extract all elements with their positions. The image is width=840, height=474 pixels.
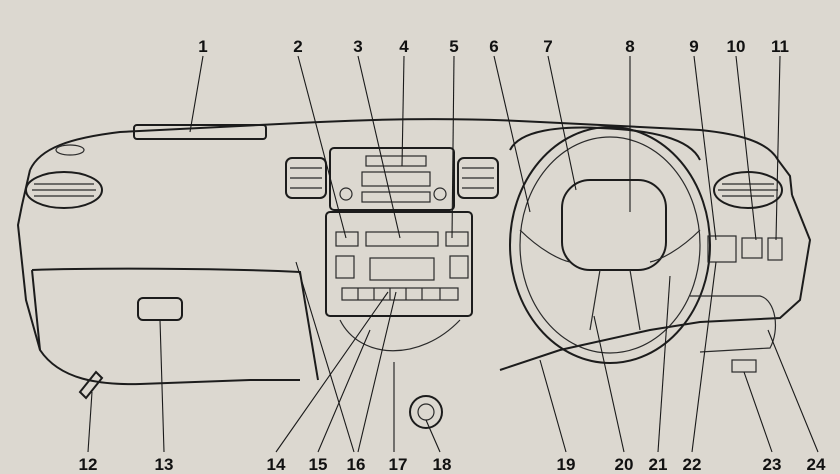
callout-15: 15	[309, 455, 328, 474]
lever	[78, 370, 104, 400]
leader-lines-top	[189, 55, 781, 241]
glovebox-outline	[31, 267, 319, 381]
steering-wheel	[509, 126, 711, 364]
callout-24: 24	[807, 455, 826, 474]
knee-panel	[690, 295, 777, 353]
dashboard-top-outline	[29, 118, 793, 196]
callout-22: 22	[683, 455, 702, 474]
callout-11: 11	[771, 37, 789, 56]
callout-4: 4	[399, 37, 409, 56]
callout-7: 7	[543, 37, 552, 56]
center-right-vent	[457, 157, 499, 199]
callout-3: 3	[353, 37, 362, 56]
callout-5: 5	[449, 37, 458, 56]
leader-lines-bottom	[87, 261, 819, 453]
left-air-vent	[25, 171, 103, 209]
left-defrost-vent	[55, 144, 85, 156]
callout-14: 14	[267, 455, 286, 474]
callout-13: 13	[155, 455, 174, 474]
center-left-vent	[285, 157, 327, 199]
callout-20: 20	[615, 455, 634, 474]
right-air-vent	[713, 171, 783, 209]
callouts-bottom: 12 13 14 15 16 17 18 19 20 21 22 23 24	[79, 455, 826, 474]
callout-2: 2	[293, 37, 302, 56]
right-switch-panel	[707, 235, 783, 263]
callout-10: 10	[727, 37, 746, 56]
hazard-button	[365, 231, 439, 247]
callout-19: 19	[557, 455, 576, 474]
callouts-top: 1 2 3 4 5 6 7 8 9 10 11	[198, 37, 789, 56]
callout-17: 17	[389, 455, 408, 474]
climate-display	[369, 257, 435, 281]
climate-buttons	[341, 287, 459, 301]
callout-18: 18	[433, 455, 452, 474]
callout-12: 12	[79, 455, 98, 474]
center-console	[325, 211, 473, 317]
callout-1: 1	[198, 37, 207, 56]
console-lower	[339, 319, 461, 352]
callout-8: 8	[625, 37, 634, 56]
callout-21: 21	[649, 455, 668, 474]
defrost-grille	[133, 124, 267, 140]
callout-6: 6	[489, 37, 498, 56]
callout-16: 16	[347, 455, 366, 474]
callout-9: 9	[689, 37, 698, 56]
callout-23: 23	[763, 455, 782, 474]
